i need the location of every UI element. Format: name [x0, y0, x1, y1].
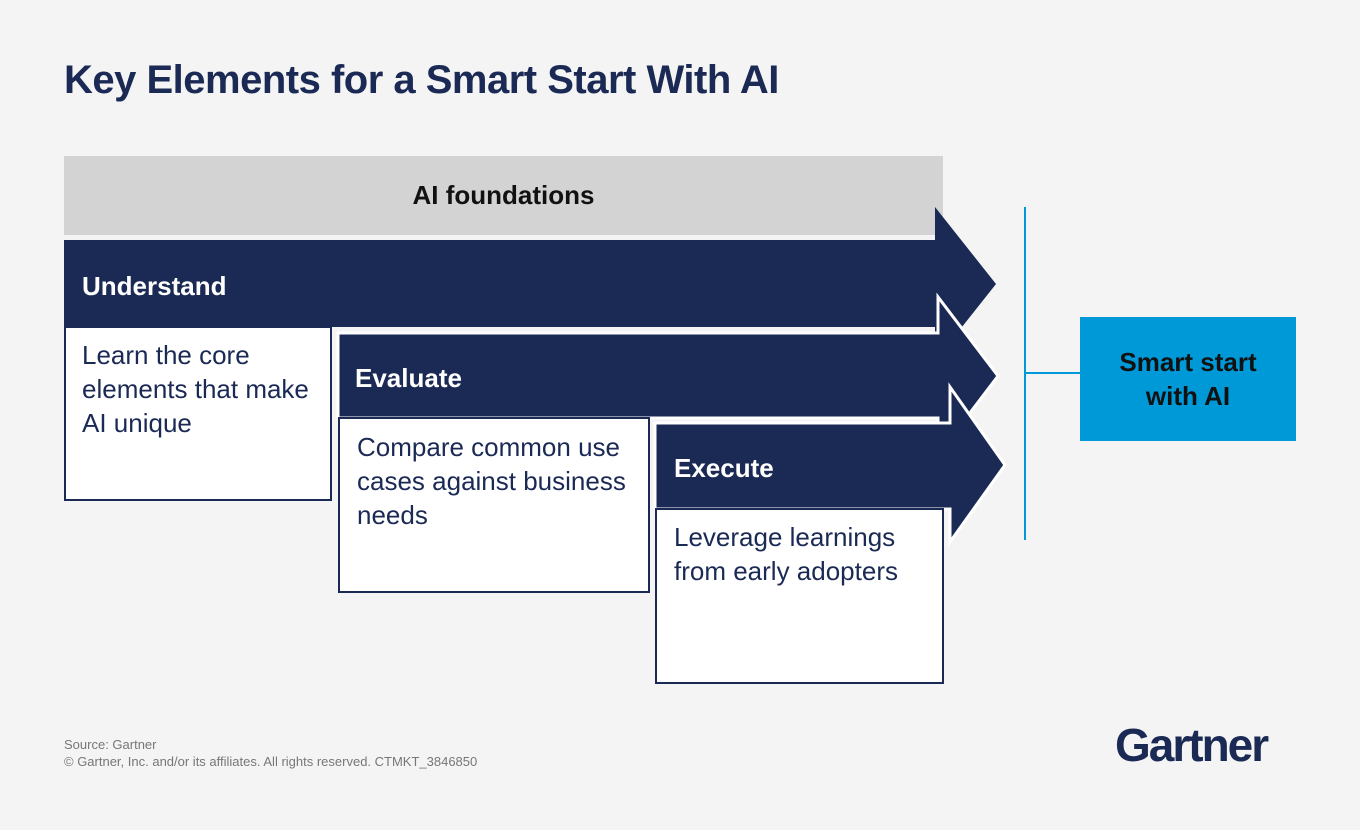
- smart-start-box: Smart start with AI: [1080, 317, 1296, 441]
- evaluate-description: Compare common use cases against busines…: [357, 432, 626, 530]
- ai-foundations-bar: AI foundations: [64, 156, 943, 235]
- ai-foundations-label: AI foundations: [412, 180, 595, 210]
- copyright-text: © Gartner, Inc. and/or its affiliates. A…: [64, 754, 478, 769]
- page-title: Key Elements for a Smart Start With AI: [64, 58, 779, 102]
- execute-description: Leverage learnings from early adopters: [674, 522, 898, 586]
- execute-label: Execute: [674, 453, 774, 483]
- source-text: Source: Gartner: [64, 737, 157, 752]
- understand-description: Learn the core elements that make AI uni…: [82, 340, 309, 438]
- smart-start-label: Smart start with AI: [1119, 347, 1257, 411]
- gartner-logo: Gartner: [1115, 719, 1269, 771]
- understand-label: Understand: [82, 271, 227, 301]
- evaluate-label: Evaluate: [355, 363, 462, 393]
